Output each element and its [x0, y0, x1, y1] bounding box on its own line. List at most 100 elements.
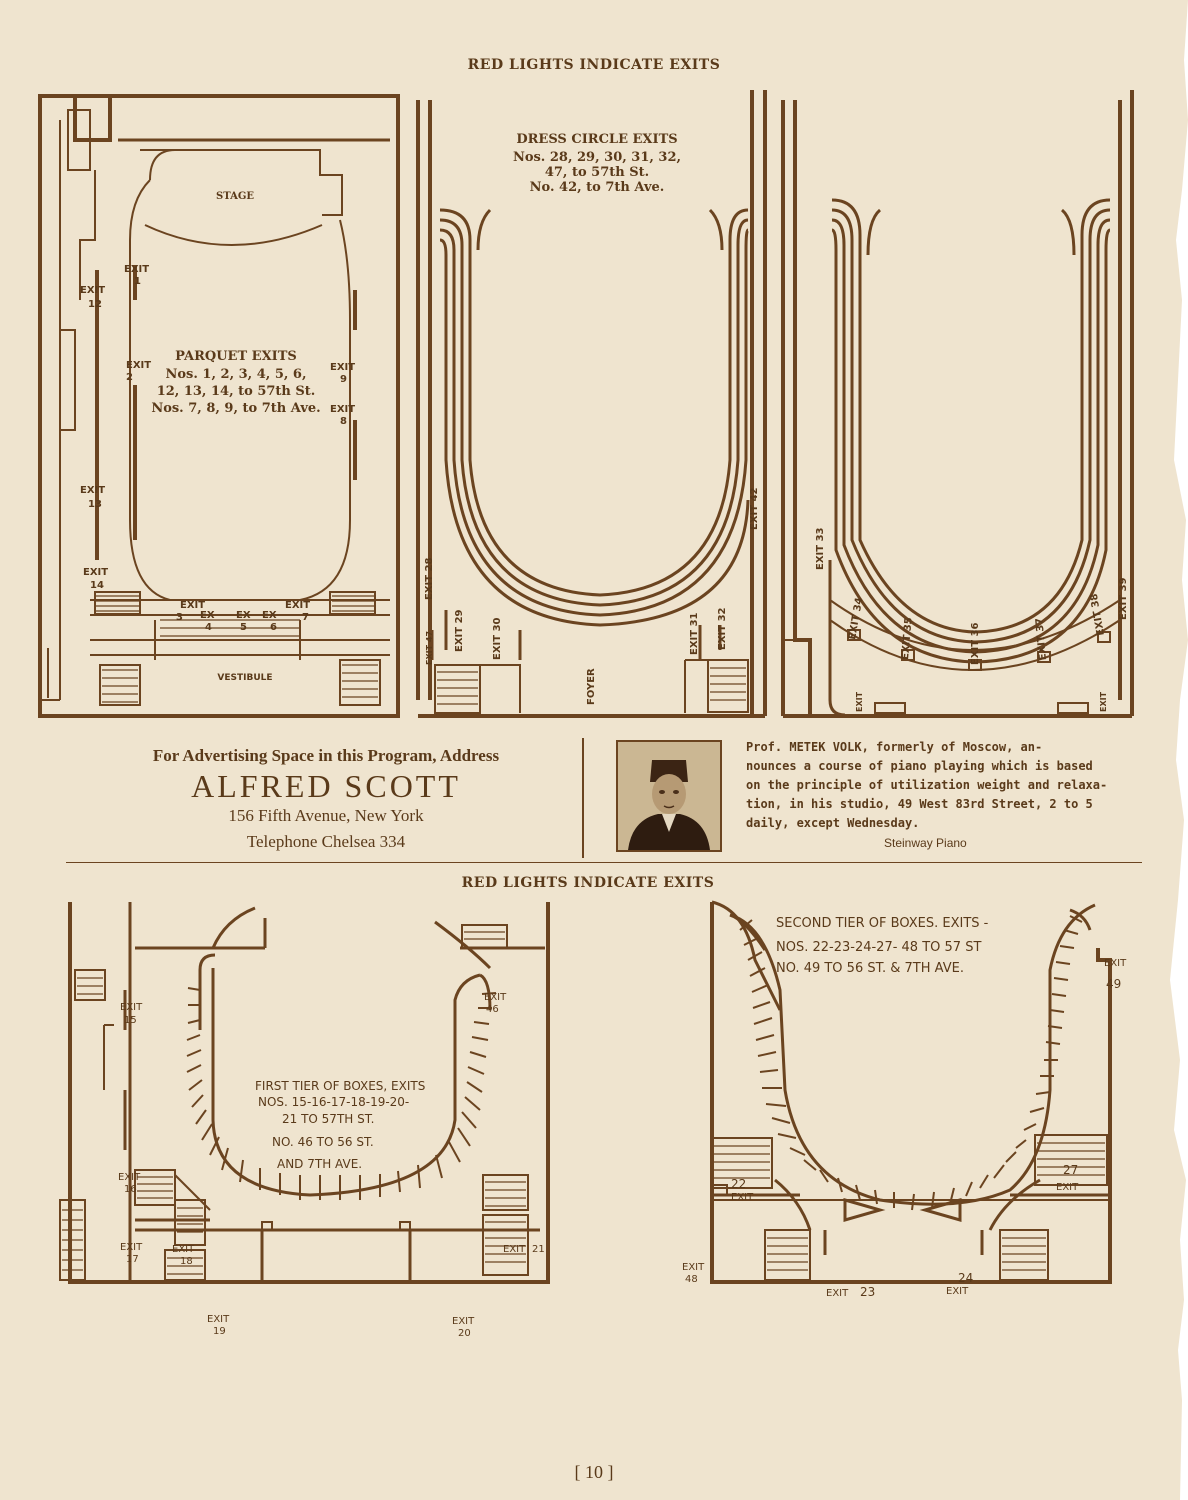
exit-number: 15 [124, 1015, 137, 1026]
volk-line5: daily, except Wednesday. [746, 816, 920, 830]
volk-line2: nounces a course of piano playing which … [746, 759, 1093, 773]
second-tier-caption: SECOND TIER OF BOXES. EXITS - NOS. 22-23… [776, 916, 989, 976]
balcony-exit-labels: EXIT 33 EXIT 34 EXIT 35 EXIT 36 EXIT 37 … [815, 527, 1129, 712]
exit-label-34: EXIT 34 [847, 597, 865, 641]
exit-word: EXIT [1099, 691, 1108, 712]
volk-rest1: , formerly of Moscow, an- [861, 740, 1043, 754]
exit-number: 23 [860, 1285, 875, 1299]
exit-word: EXIT [855, 691, 864, 712]
exit-number: 18 [180, 1256, 193, 1267]
exit-label-28: EXIT 28 [424, 557, 435, 600]
dress-circle-stair-hatching [437, 667, 746, 705]
second-tier-line2: NOS. 22-23-24-27- 48 TO 57 ST [776, 940, 981, 955]
first-tier-line5: AND 7TH AVE. [277, 1157, 362, 1171]
volk-line1: Prof. METEK VOLK, formerly of Moscow, an… [746, 738, 1146, 757]
exit-number: 1 [134, 276, 141, 287]
exit-number: 49 [1106, 977, 1121, 991]
volk-announcement: Prof. METEK VOLK, formerly of Moscow, an… [746, 738, 1146, 833]
exit-number: 19 [213, 1326, 226, 1337]
second-tier-stair-hatching [714, 1142, 1105, 1271]
exit-label-32: EXIT 32 [717, 607, 728, 650]
foyer-label: FOYER [586, 668, 597, 705]
torn-edge [1170, 0, 1188, 1500]
parquet-exits-line2: 12, 13, 14, to 57th St. [157, 384, 316, 399]
exit-number: 46 [486, 1004, 499, 1015]
exit-number: 12 [88, 299, 102, 310]
exit-label-31: EXIT 31 [689, 612, 700, 655]
dress-circle-line3: No. 42, to 7th Ave. [530, 180, 665, 195]
ad-section: For Advertising Space in this Program, A… [66, 730, 1142, 860]
top-header: RED LIGHTS INDICATE EXITS [467, 57, 721, 73]
exit-word: EXIT [731, 1192, 754, 1203]
exit-word: EXIT [120, 1242, 143, 1253]
exit-number: 7 [302, 612, 309, 623]
exit-number: 5 [240, 622, 247, 633]
exit-word: EXIT [207, 1314, 230, 1325]
page-number: [ 10 ] [574, 1462, 614, 1482]
exit-number: 16 [124, 1184, 137, 1195]
exit-word: EXIT [452, 1316, 475, 1327]
exit-number: 24 [958, 1271, 973, 1285]
exit-word: EXIT [484, 992, 507, 1003]
exit-word: EXIT [172, 1244, 195, 1255]
exit-word: EXIT [124, 264, 149, 275]
second-tier-line1: SECOND TIER OF BOXES. EXITS - [776, 916, 989, 931]
exit-label-35: EXIT 35 [900, 617, 915, 660]
exit-label-33: EXIT 33 [815, 527, 826, 570]
exit-number: 20 [458, 1328, 471, 1339]
exit-label-39: EXIT 39 [1118, 577, 1129, 620]
exit-number: 13 [88, 499, 102, 510]
exit-word: EXIT [826, 1288, 849, 1299]
second-tier-line3: NO. 49 TO 56 ST. & 7TH AVE. [776, 961, 964, 976]
exit-word: EXIT [946, 1286, 969, 1297]
exit-short: EX [262, 610, 277, 621]
exit-word: EXIT [1056, 1182, 1079, 1193]
volk-line4: tion, in his studio, 49 West 83rd Street… [746, 797, 1093, 811]
ad-divider [582, 738, 584, 858]
portrait-photo [616, 740, 722, 852]
exit-word: EXIT [330, 404, 355, 415]
exit-word: EXIT [80, 485, 105, 496]
exit-number: 27 [1063, 1163, 1078, 1177]
exit-word: EXIT [180, 600, 205, 611]
exit-number: 22 [731, 1177, 746, 1191]
exit-short: EX [200, 610, 215, 621]
dress-circle-exit-labels: EXIT 28 EXIT 47 EXIT 29 EXIT 30 EXIT 31 … [424, 487, 760, 665]
exit-label-30: EXIT 30 [492, 617, 503, 660]
volk-line3: on the principle of utilization weight a… [746, 778, 1108, 792]
dress-circle-title: DRESS CIRCLE EXITS [516, 132, 677, 147]
exit-word: EXIT [682, 1262, 705, 1273]
exit-number: 14 [90, 580, 104, 591]
exit-label-29: EXIT 29 [454, 609, 465, 652]
exit-number: 6 [270, 622, 277, 633]
exit-number: 3 [176, 612, 183, 623]
exit-number: 48 [685, 1274, 698, 1285]
volk-name: METEK VOLK [789, 740, 862, 754]
vestibule-label: VESTIBULE [217, 673, 272, 683]
exit-number: 9 [340, 374, 347, 385]
first-tier-box-partitions [186, 987, 497, 1200]
exit-number: 8 [340, 416, 347, 427]
volk-prefix: Prof. [746, 740, 783, 754]
ad-phone: Telephone Chelsea 334 [246, 832, 406, 851]
exit-number: 17 [126, 1254, 139, 1265]
exit-short: EX [236, 610, 251, 621]
portrait-figure [618, 742, 720, 850]
exit-word: EXIT [503, 1244, 526, 1255]
exit-number: 4 [205, 622, 212, 633]
first-tier-line2: NOS. 15-16-17-18-19-20- [258, 1095, 409, 1109]
second-tier-box-partitions [739, 915, 1083, 1211]
first-tier-caption: FIRST TIER OF BOXES, EXITS NOS. 15-16-17… [255, 1079, 425, 1171]
dress-circle-line1: Nos. 28, 29, 30, 31, 32, [513, 150, 681, 165]
steinway-piano: Steinway Piano [884, 836, 967, 850]
exit-word: EXIT [120, 1002, 143, 1013]
bottom-floor-plans: FIRST TIER OF BOXES, EXITS NOS. 15-16-17… [59, 900, 1127, 1339]
first-tier-line4: NO. 46 TO 56 ST. [272, 1135, 374, 1149]
parquet-exits-title: PARQUET EXITS [175, 349, 297, 364]
exit-word: EXIT [126, 360, 151, 371]
parquet-plan [38, 94, 400, 718]
exit-number: 2 [126, 372, 133, 383]
parquet-exits-line3: Nos. 7, 8, 9, to 7th Ave. [151, 401, 320, 416]
